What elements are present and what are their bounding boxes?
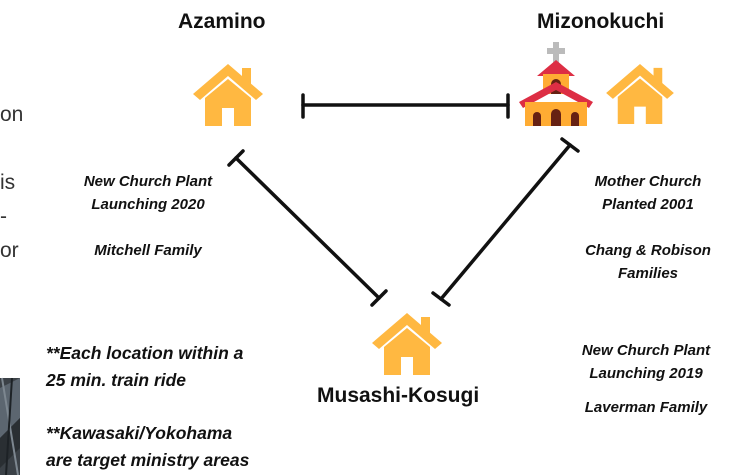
mizonokuchi-mother-note: Mother Church Planted 2001 [568, 170, 728, 216]
connector-mizonokuchi-musashi [431, 137, 580, 307]
location-label-musashi-kosugi: Musashi-Kosugi [317, 384, 480, 407]
note-line: Launching 2019 [589, 365, 703, 382]
footnote-line: **Each location within a [46, 343, 244, 363]
note-line: Families [617, 265, 679, 282]
note-line: Planted 2001 [602, 196, 694, 213]
church-icon [519, 42, 593, 126]
note-line: New Church Plant [83, 173, 213, 190]
connector-azamino-musashi [227, 149, 388, 307]
note-line: Launching 2020 [91, 196, 205, 213]
footnote-line: 25 min. train ride [46, 370, 187, 390]
footnote-line: are target ministry areas [46, 450, 250, 470]
target-footnote: **Kawasaki/Yokohama are target ministry … [46, 420, 296, 474]
train-footnote: **Each location within a 25 min. train r… [46, 340, 296, 394]
footnote-line: **Kawasaki/Yokohama [46, 423, 233, 443]
musashi-plant-note: New Church Plant Launching 2019 [564, 339, 728, 385]
note-line: Mother Church [594, 173, 702, 190]
photo-thumbnail [0, 377, 20, 475]
note-line: Chang & Robison [585, 242, 711, 259]
left-fragment-is: is [0, 171, 16, 194]
left-fragment-on: on [0, 103, 24, 126]
mizonokuchi-families-note: Chang & Robison Families [562, 239, 734, 285]
house-icon [193, 64, 263, 126]
left-fragment-or: or [0, 239, 19, 262]
musashi-family-note: Laverman Family [584, 399, 708, 416]
connector-azamino-mizonokuchi [301, 93, 510, 119]
house-icon [372, 313, 442, 375]
location-label-azamino: Azamino [178, 10, 266, 33]
azamino-plant-note: New Church Plant Launching 2020 [68, 170, 228, 216]
house-icon [606, 64, 674, 124]
location-label-mizonokuchi: Mizonokuchi [537, 10, 665, 33]
left-fragment-dash: - [0, 205, 7, 228]
note-line: New Church Plant [581, 342, 711, 359]
azamino-family-note: Mitchell Family [94, 242, 202, 259]
